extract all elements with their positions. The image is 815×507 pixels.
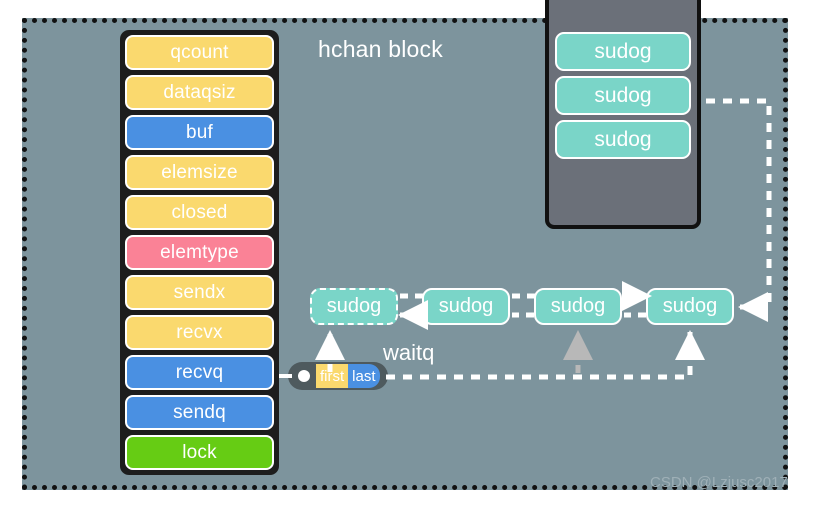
first-pointer-cell[interactable]: first	[316, 364, 349, 388]
waitq-label: waitq	[383, 340, 435, 365]
hchan-field-sendq[interactable]: sendq	[125, 395, 274, 430]
waitq-sudog-2[interactable]: sudog	[422, 288, 510, 325]
pool-sudog-2[interactable]: sudog	[555, 76, 691, 115]
pool-sudog-1[interactable]: sudog	[555, 32, 691, 71]
sudog-pool-block: sudog sudog sudog	[545, 0, 701, 229]
hchan-field-closed[interactable]: closed	[125, 195, 274, 230]
pool-sudog-3[interactable]: sudog	[555, 120, 691, 159]
hchan-field-buf[interactable]: buf	[125, 115, 274, 150]
hchan-field-stack: qcount dataqsiz buf elemsize closed elemtype s…	[120, 30, 279, 475]
last-pointer-cell[interactable]: last	[348, 364, 380, 388]
hchan-field-elemtype[interactable]: elemtype	[125, 235, 274, 270]
waitq-head-node[interactable]: first last	[288, 362, 388, 390]
anchor-dot-icon	[298, 370, 310, 382]
waitq-sudog-3[interactable]: sudog	[534, 288, 622, 325]
hchan-field-recvx[interactable]: recvx	[125, 315, 274, 350]
watermark: CSDN @Lzjusc2017	[650, 474, 788, 491]
hchan-field-lock[interactable]: lock	[125, 435, 274, 470]
hchan-field-elemsize[interactable]: elemsize	[125, 155, 274, 190]
hchan-field-recvq[interactable]: recvq	[125, 355, 274, 390]
page-title: hchan block	[318, 36, 443, 62]
hchan-field-dataqsiz[interactable]: dataqsiz	[125, 75, 274, 110]
waitq-sudog-1[interactable]: sudog	[310, 288, 398, 325]
hchan-field-qcount[interactable]: qcount	[125, 35, 274, 70]
hchan-field-sendx[interactable]: sendx	[125, 275, 274, 310]
waitq-sudog-4[interactable]: sudog	[646, 288, 734, 325]
